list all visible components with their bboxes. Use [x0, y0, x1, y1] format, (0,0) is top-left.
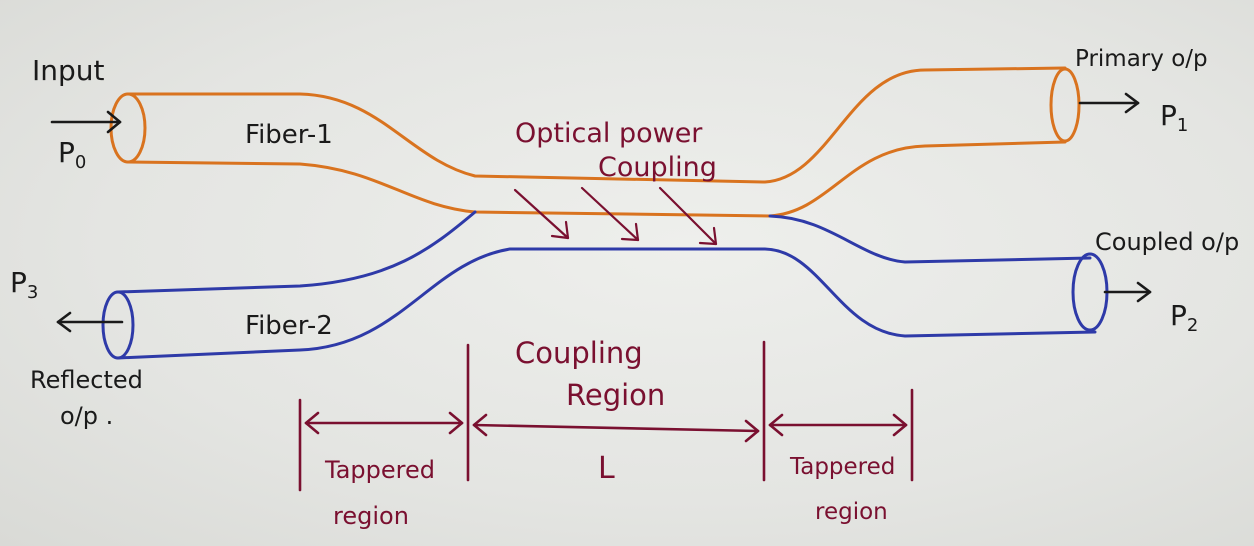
io-arrows: [50, 92, 1152, 333]
coupling-arrow-3: [658, 186, 718, 246]
coupling-length-dimension-arrow: [472, 413, 760, 443]
tapered-right-label-line2: region: [815, 499, 888, 525]
fiber-2-top-edge: [116, 210, 477, 294]
fiber-1-label: Fiber-1: [245, 120, 333, 150]
fiber-2-bottom-edge: [116, 247, 1097, 360]
tapered-right-dimension-arrow: [768, 413, 908, 437]
coupling-region-label-line1: Coupling: [515, 336, 643, 370]
maroon-labels: Optical power Coupling Coupling Region L…: [324, 118, 895, 530]
fiber-1-primary-output-end: [1049, 67, 1081, 143]
coupled-output-label: Coupled o/p: [1095, 228, 1239, 256]
primary-output-arrow: [1078, 92, 1140, 114]
fiber-1-top-edge: [126, 66, 1067, 184]
length-label: L: [598, 451, 615, 486]
input-arrow: [50, 110, 122, 134]
coupling-arrows: [513, 186, 718, 246]
fiber-2-coupling-edge: [768, 214, 1092, 264]
fiber-2-coupled-output-end: [1071, 252, 1109, 332]
region-markers: [298, 340, 914, 492]
p2-label: P2: [1170, 299, 1198, 336]
coupling-region-label-line2: Region: [566, 378, 665, 412]
coupling-arrow-1: [513, 188, 570, 240]
tapered-right-label-line1: Tappered: [789, 454, 895, 480]
optical-power-coupling-label-line2: Coupling: [598, 152, 717, 183]
reflected-output-arrow: [56, 311, 124, 333]
primary-output-label: Primary o/p: [1075, 46, 1208, 72]
coupled-output-arrow: [1103, 281, 1152, 303]
reflected-output-label-line1: Reflected: [30, 366, 143, 394]
fiber-2-reflected-end: [101, 290, 135, 360]
tapered-left-dimension-arrow: [304, 411, 464, 435]
black-labels: Input P0 Fiber-1 Fiber-2 Primary o/p P1 …: [10, 46, 1239, 430]
fiber-2-label: Fiber-2: [245, 311, 333, 341]
tapered-left-label-line1: Tappered: [324, 456, 435, 484]
optical-power-coupling-label-line1: Optical power: [515, 118, 703, 149]
p3-label: P3: [10, 266, 38, 303]
input-label: Input: [32, 54, 105, 87]
fiber-2: [101, 210, 1109, 360]
reflected-output-label-line2: o/p .: [60, 402, 113, 430]
p1-label: P1: [1160, 99, 1188, 136]
coupling-arrow-2: [580, 186, 640, 242]
fiber-1-input-end: [109, 92, 147, 164]
p0-label: P0: [58, 136, 86, 173]
tapered-left-label-line2: region: [333, 502, 409, 530]
